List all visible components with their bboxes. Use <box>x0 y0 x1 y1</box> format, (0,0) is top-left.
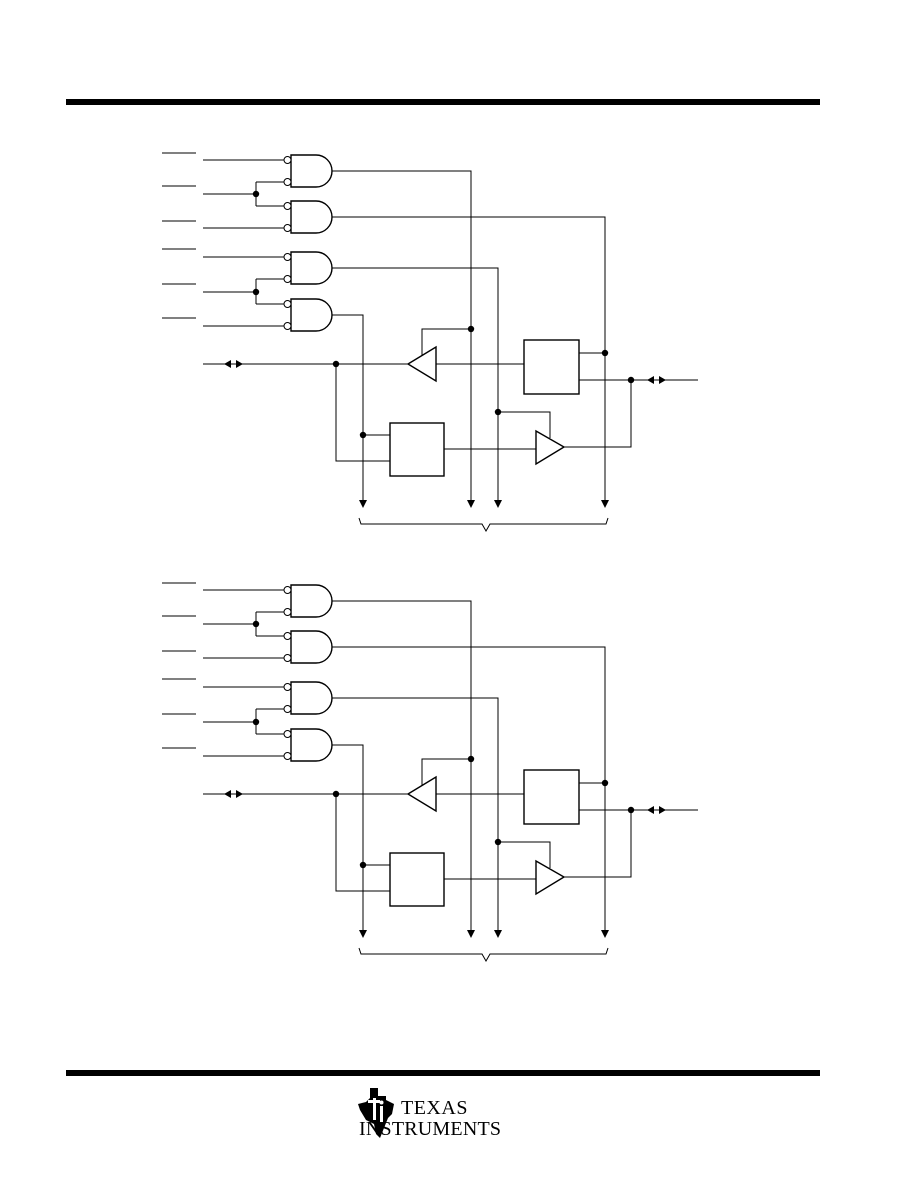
upper-logic-diagram <box>162 152 698 533</box>
and-gate <box>290 251 333 285</box>
control-wire <box>332 646 606 930</box>
junction-dot <box>252 718 260 726</box>
control-wire <box>332 267 499 500</box>
junction-dot <box>252 288 260 296</box>
control-wire <box>332 216 606 500</box>
lower-logic-diagram <box>162 582 698 963</box>
port-b-wire <box>564 810 632 878</box>
inverter-bubble <box>283 632 292 640</box>
junction-dot <box>252 620 260 628</box>
inverter-bubble <box>283 705 292 713</box>
logo-line-instruments: INSTRUMENTS <box>359 1118 502 1140</box>
enable-wire <box>421 758 471 785</box>
junction-dot <box>601 779 609 787</box>
enable-wire <box>421 328 471 355</box>
inverter-bubble <box>283 730 292 738</box>
texas-instruments-logo: TEXAS INSTRUMENTS <box>356 1084 526 1144</box>
inverter-bubble <box>283 275 292 283</box>
buffer-right <box>535 429 566 466</box>
control-wire <box>332 170 472 500</box>
arrow-right-icon <box>659 806 666 814</box>
control-wire <box>332 314 364 500</box>
arrow-left-icon <box>224 360 231 368</box>
junction-dot <box>359 861 367 869</box>
arrow-right-icon <box>659 376 666 384</box>
inverter-bubble <box>283 300 292 308</box>
junction-dot <box>252 190 260 198</box>
bracket <box>358 517 609 533</box>
arrow-left-icon <box>224 790 231 798</box>
junction-dot <box>494 408 502 416</box>
inverter-bubble <box>283 683 292 691</box>
and-gate <box>290 630 333 664</box>
register-block <box>389 852 445 907</box>
data-wire <box>335 364 390 462</box>
arrow-down-icon <box>494 500 502 508</box>
arrow-down-icon <box>359 930 367 938</box>
inverter-bubble <box>283 178 292 186</box>
inverter-bubble <box>283 654 292 662</box>
register-block <box>523 769 580 825</box>
and-gate <box>290 584 333 618</box>
port-b-wire <box>564 380 632 448</box>
register-block <box>389 422 445 477</box>
control-wire <box>332 697 499 930</box>
footer-rule <box>66 1070 820 1076</box>
and-gate <box>290 681 333 715</box>
junction-dot <box>359 431 367 439</box>
inverter-bubble <box>283 253 292 261</box>
junction-dot <box>601 349 609 357</box>
inverter-bubble <box>283 156 292 164</box>
enable-wire <box>498 841 551 868</box>
arrow-left-icon <box>647 806 654 814</box>
inverter-bubble <box>283 586 292 594</box>
junction-dot <box>494 838 502 846</box>
inverter-bubble <box>283 608 292 616</box>
bracket <box>358 947 609 963</box>
arrow-down-icon <box>467 500 475 508</box>
control-wire <box>332 744 364 930</box>
arrow-down-icon <box>494 930 502 938</box>
and-gate <box>290 200 333 234</box>
buffer-right <box>535 859 566 896</box>
inverter-bubble <box>283 322 292 330</box>
and-gate <box>290 728 333 762</box>
arrow-down-icon <box>467 930 475 938</box>
junction-dot <box>467 755 475 763</box>
arrow-right-icon <box>236 360 243 368</box>
arrow-down-icon <box>601 930 609 938</box>
register-block <box>523 339 580 395</box>
arrow-right-icon <box>236 790 243 798</box>
and-gate <box>290 154 333 188</box>
and-gate <box>290 298 333 332</box>
control-wire <box>332 600 472 930</box>
inverter-bubble <box>283 752 292 760</box>
arrow-left-icon <box>647 376 654 384</box>
logo-line-texas: TEXAS <box>401 1097 468 1119</box>
enable-wire <box>498 411 551 438</box>
junction-dot <box>467 325 475 333</box>
inverter-bubble <box>283 202 292 210</box>
inverter-bubble <box>283 224 292 232</box>
header-rule <box>66 99 820 105</box>
ti-state-icon <box>358 1088 394 1138</box>
arrow-down-icon <box>601 500 609 508</box>
data-wire <box>335 794 390 892</box>
arrow-down-icon <box>359 500 367 508</box>
